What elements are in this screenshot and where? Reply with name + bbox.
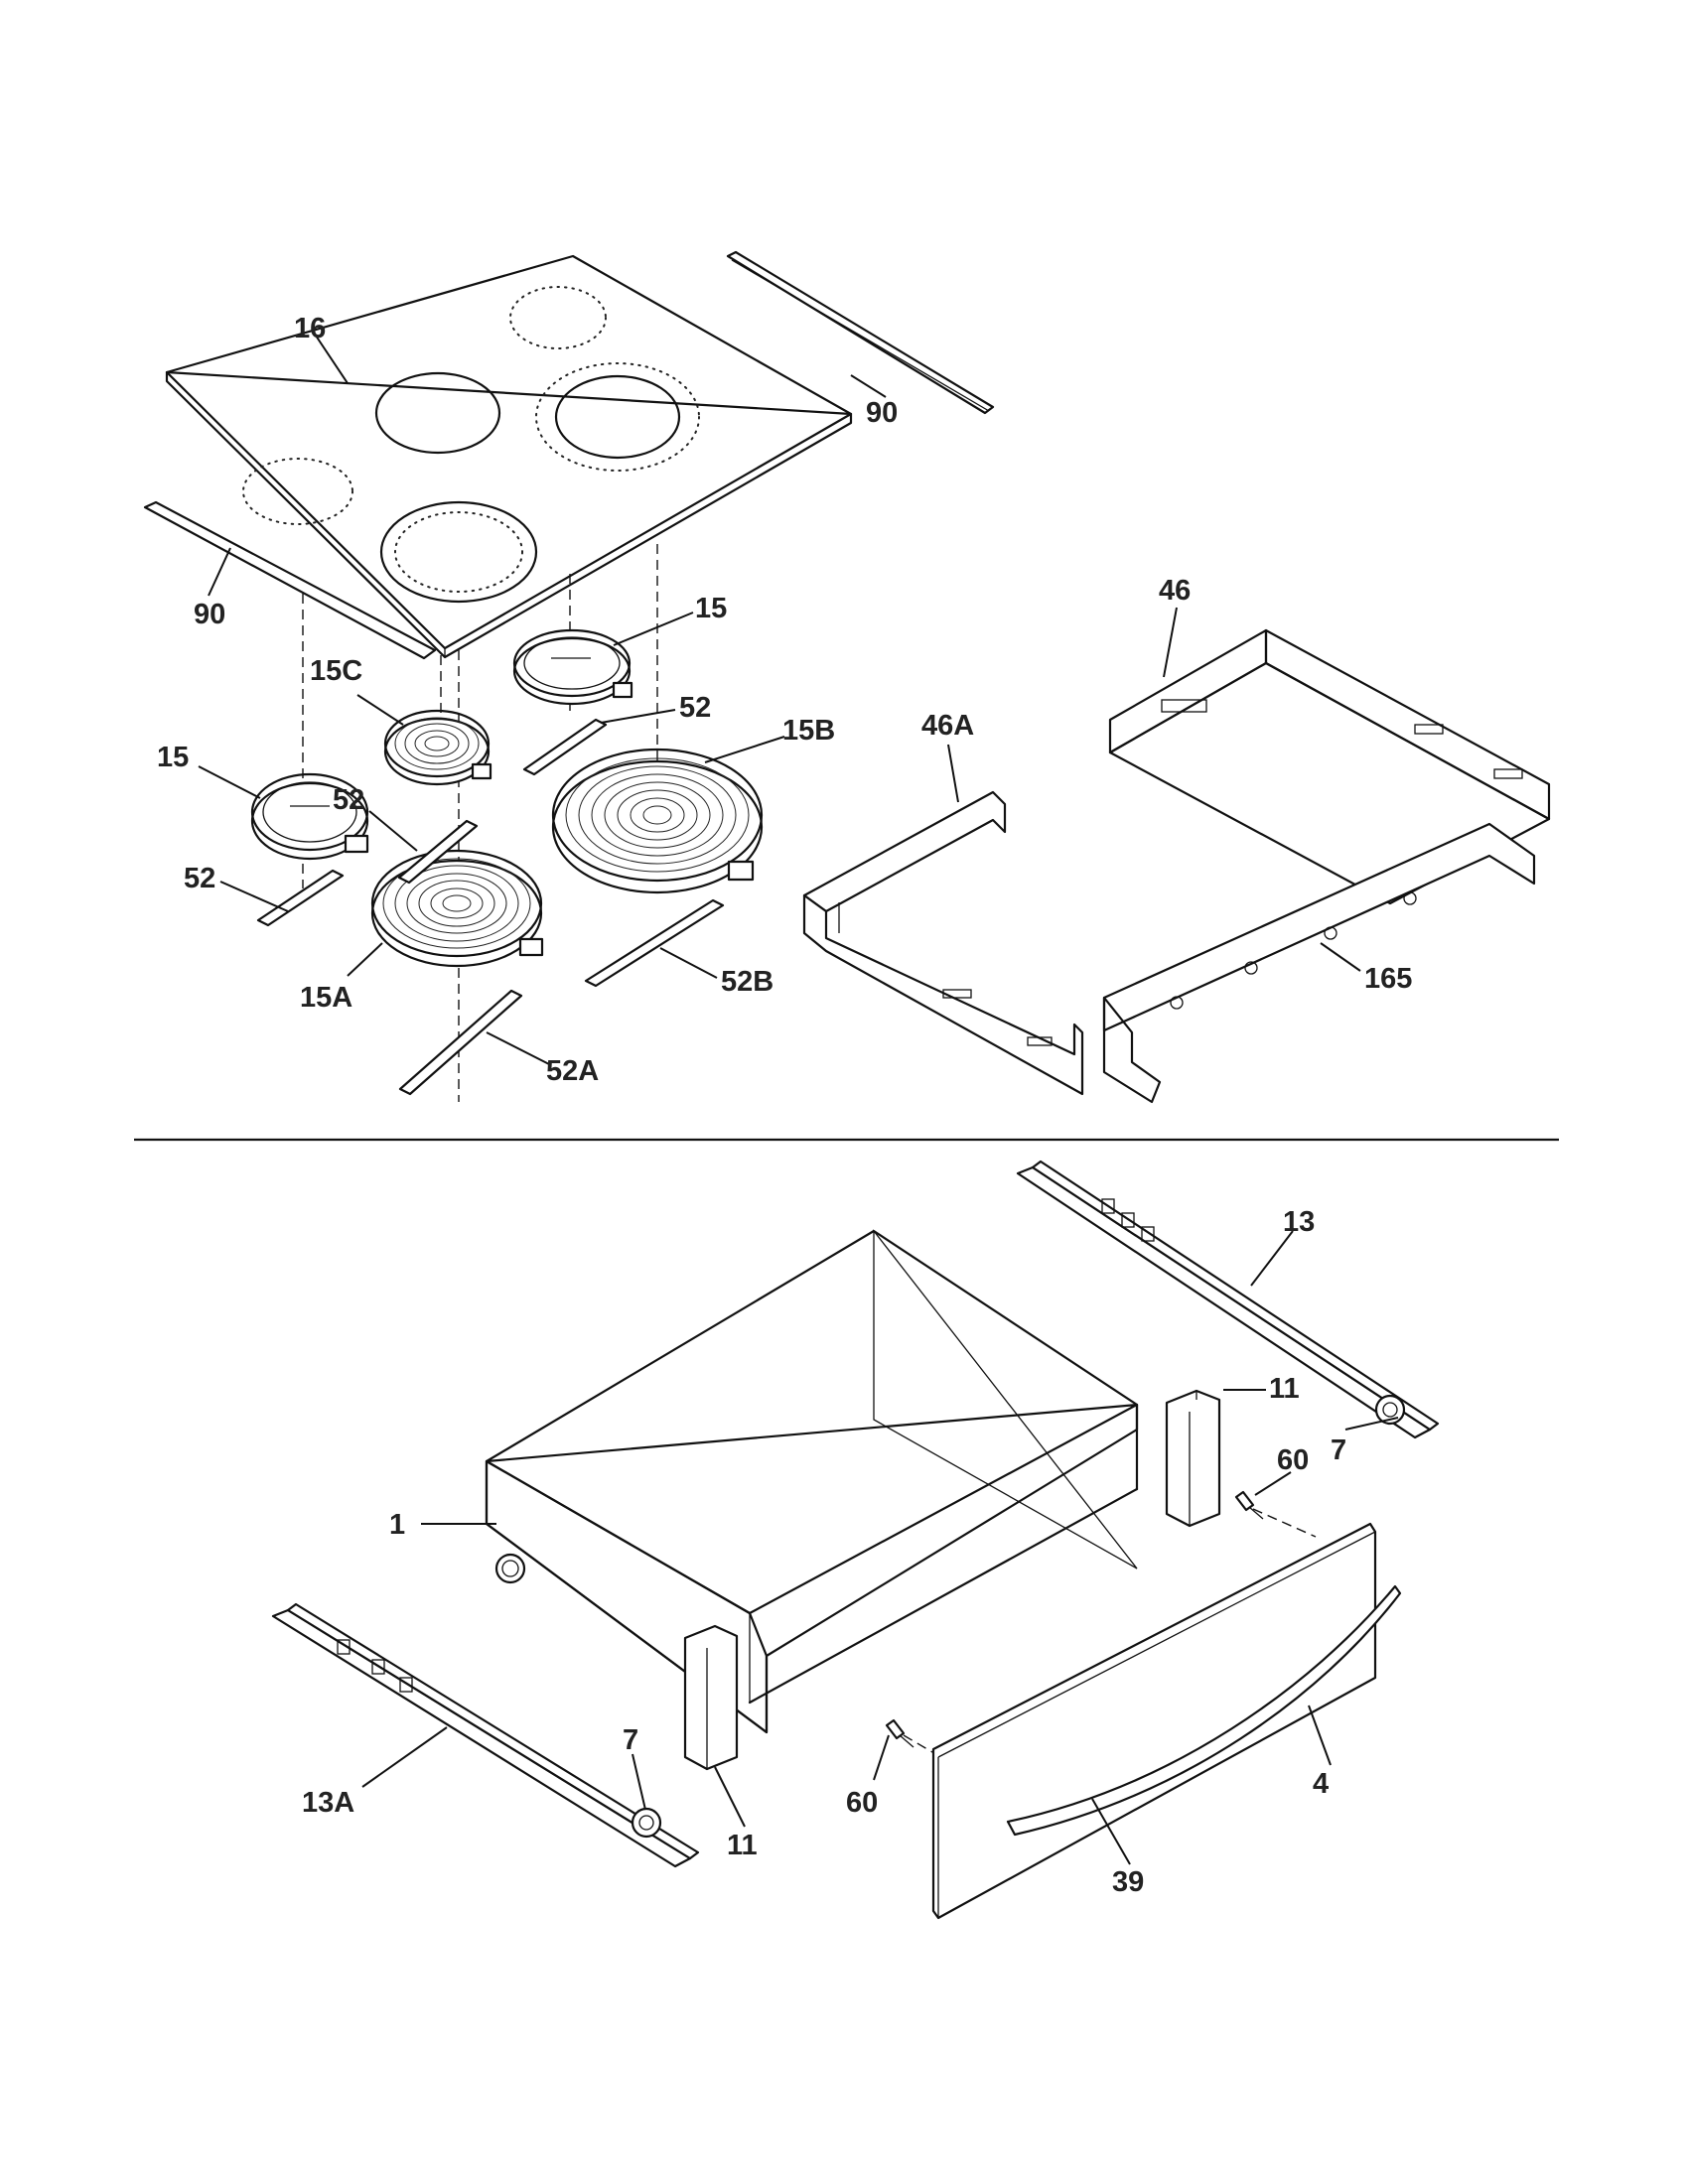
callout-15a: 15A: [300, 982, 352, 1014]
element-bracket-52-mid: [397, 819, 479, 885]
callout-90-front: 90: [194, 599, 225, 630]
callout-52a: 52A: [546, 1055, 599, 1087]
callout-46a: 46A: [921, 710, 974, 742]
frame-rail-46a: [802, 790, 1084, 1096]
callout-52-mid: 52: [333, 784, 364, 816]
callout-4: 4: [1313, 1768, 1329, 1800]
callout-16: 16: [294, 313, 326, 344]
callout-11-lower: 11: [727, 1830, 758, 1861]
callout-7-lower: 7: [623, 1724, 638, 1756]
callout-165: 165: [1364, 963, 1412, 995]
drawer-handle: [1006, 1584, 1402, 1837]
callout-52-rear: 52: [679, 692, 711, 724]
drawer-bracket-11-upper: [1165, 1389, 1221, 1528]
callout-52b: 52B: [721, 966, 774, 998]
screw-60-lower: [885, 1718, 914, 1748]
trim-strip-front: [143, 500, 437, 660]
radiant-element-rear: [512, 628, 633, 706]
trim-strip-rear: [726, 250, 995, 415]
callout-39: 39: [1112, 1866, 1144, 1898]
drawer-front-panel: [931, 1522, 1377, 1920]
element-bracket-52b: [584, 898, 725, 988]
callout-15-left: 15: [157, 742, 189, 773]
drawer-bracket-11-lower: [683, 1624, 739, 1771]
callout-90-rear: 90: [866, 397, 898, 429]
callout-13: 13: [1283, 1206, 1315, 1238]
frame-rail-165: [1102, 822, 1536, 1104]
callout-15c: 15C: [310, 655, 362, 687]
radiant-element-15b: [551, 748, 764, 894]
callout-11-upper: 11: [1269, 1373, 1300, 1405]
callout-60-upper: 60: [1277, 1444, 1309, 1476]
glass-cooktop-part: [165, 254, 853, 659]
callout-15b: 15B: [782, 715, 835, 747]
element-bracket-52-left: [256, 869, 345, 927]
callout-52-left: 52: [184, 863, 215, 894]
callout-46: 46: [1159, 575, 1191, 607]
callout-7-upper: 7: [1331, 1434, 1346, 1466]
radiant-element-left: [250, 772, 369, 861]
element-bracket-52a: [398, 989, 523, 1096]
element-bracket-52-rear: [522, 718, 608, 776]
drawer-slide-13: [1016, 1160, 1440, 1439]
radiant-element-15c: [383, 709, 492, 786]
callout-1: 1: [389, 1509, 405, 1541]
callout-60-lower: 60: [846, 1787, 878, 1819]
screw-60-upper: [1234, 1490, 1264, 1520]
drawer-slide-13a: [271, 1602, 700, 1868]
leader-lines: [198, 335, 1399, 1865]
frame-rail-46: [1108, 628, 1551, 905]
drawer-box-part: [485, 1229, 1139, 1734]
callout-15-rear: 15: [695, 593, 727, 624]
callout-13a: 13A: [302, 1787, 354, 1819]
radiant-element-15a: [370, 849, 544, 968]
